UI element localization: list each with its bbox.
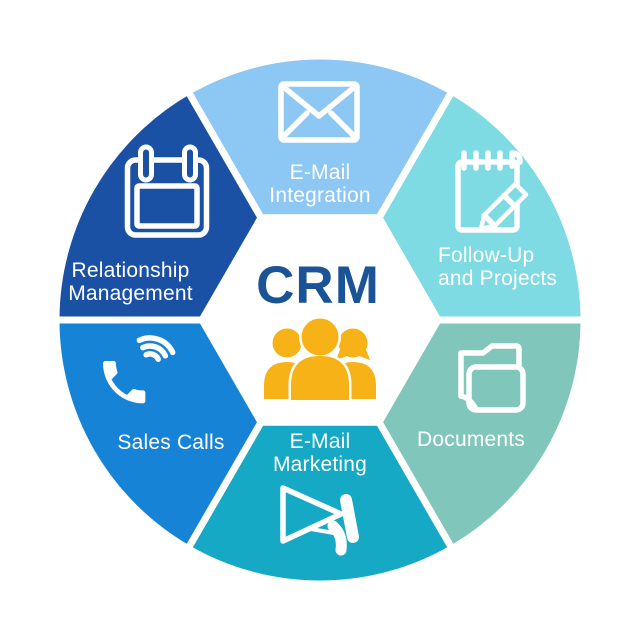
segment-relationship-management [52, 86, 266, 324]
label-relationship-management: Relationship Management [38, 259, 223, 305]
notepad-pencil-icon [455, 150, 529, 233]
label-line: E-Mail [289, 430, 351, 453]
phone-icon [103, 335, 176, 404]
label-documents: Documents [417, 428, 557, 451]
label-line: Relationship [71, 259, 190, 282]
folder-icon [458, 343, 526, 413]
label-line: Integration [269, 184, 371, 207]
label-line: E-Mail [289, 161, 351, 184]
calendar-icon [124, 144, 210, 238]
megaphone-icon [280, 485, 359, 556]
label-line: Management [68, 282, 193, 305]
label-line: Documents [417, 428, 526, 451]
label-line: Marketing [272, 453, 367, 476]
label-followup-projects: Follow-Up and Projects [438, 244, 598, 290]
label-line: and Projects [438, 267, 558, 290]
segment-email-integration [183, 52, 457, 222]
segment-documents [374, 316, 588, 554]
crm-title: CRM [256, 256, 380, 315]
calendar-rings [138, 144, 198, 183]
label-line: Sales Calls [117, 431, 225, 454]
label-sales-calls: Sales Calls [96, 431, 246, 454]
envelope-icon [278, 81, 360, 143]
segment-followup-projects [374, 86, 588, 324]
label-email-integration: E-Mail Integration [220, 161, 420, 207]
people-icon [264, 316, 376, 403]
label-email-marketing: E-Mail Marketing [220, 430, 420, 476]
label-line: Follow-Up [438, 244, 535, 267]
